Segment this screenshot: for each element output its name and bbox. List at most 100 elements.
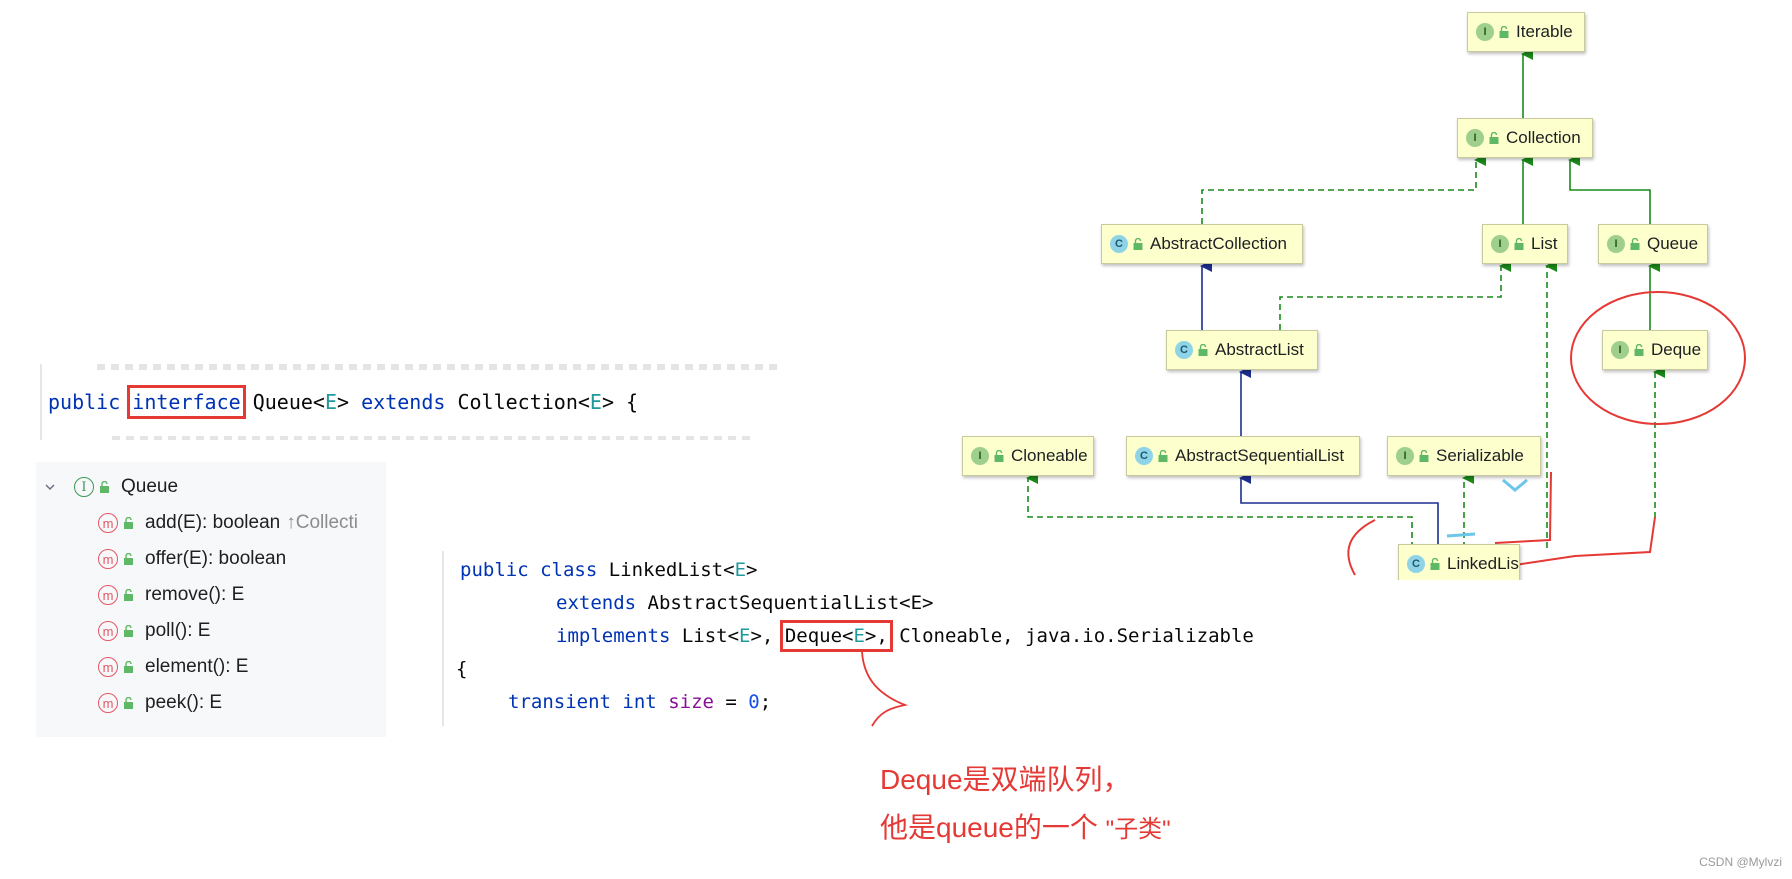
hierarchy-edges — [1026, 48, 1746, 576]
node-abstract-sequential-list[interactable]: C AbstractSequentialList — [1126, 436, 1360, 476]
type-deque: Deque< — [784, 625, 854, 647]
member-label: peek(): E — [145, 692, 223, 713]
node-label: Cloneable — [1011, 446, 1088, 465]
faded-code-line-top — [97, 364, 777, 370]
tree-member-add[interactable]: m add(E): boolean ↑Collecti — [98, 508, 358, 538]
code-text: = — [713, 691, 749, 713]
red-stroke-deque — [1514, 516, 1656, 566]
lock-open-icon — [1499, 26, 1509, 38]
tree-member-peek[interactable]: m peek(): E — [98, 688, 222, 718]
keyword-extends: extends — [556, 592, 637, 614]
tree-member-element[interactable]: m element(): E — [98, 652, 248, 682]
node-deque[interactable]: I Deque — [1602, 330, 1708, 370]
lock-open-icon — [123, 661, 135, 673]
node-label: LinkedList — [1447, 554, 1520, 573]
keyword-class: class — [540, 559, 598, 581]
class-hierarchy-diagram: I Iterable I Collection C AbstractCollec… — [955, 0, 1755, 580]
code-text: > — [337, 390, 362, 414]
node-abstract-collection[interactable]: C AbstractCollection — [1101, 224, 1303, 264]
node-label: Serializable — [1436, 446, 1524, 465]
annotation-line-2: 他是queue的一个 "子类" — [880, 804, 1171, 854]
member-label: offer(E): boolean — [145, 548, 287, 569]
member-label: add(E): boolean — [145, 512, 281, 533]
code-text: > { — [601, 390, 639, 414]
method-icon: m — [98, 657, 118, 677]
method-icon: m — [98, 513, 118, 533]
member-label: element(): E — [145, 656, 249, 677]
node-abstract-list[interactable]: C AbstractList — [1166, 330, 1318, 370]
deque-annotation: Deque是双端队列， 他是queue的一个 "子类" — [880, 756, 1171, 854]
method-icon: m — [98, 693, 118, 713]
tree-member-remove[interactable]: m remove(): E — [98, 580, 244, 610]
tree-root-queue[interactable]: I Queue — [42, 472, 178, 502]
lock-open-icon — [123, 589, 135, 601]
lock-open-icon — [1419, 450, 1429, 462]
field-size: size — [668, 691, 714, 713]
linkedlist-circle-annotation — [1347, 519, 1376, 576]
code-text: >, — [750, 625, 785, 647]
type-collection: Collection< — [445, 390, 590, 414]
tree-root-label: Queue — [121, 476, 179, 497]
node-list[interactable]: I List — [1482, 224, 1568, 264]
node-iterable[interactable]: I Iterable — [1467, 12, 1585, 52]
edge-queue-collection — [1568, 154, 1651, 224]
code-line-3: implements List<E>, Deque<E>, Cloneable,… — [556, 620, 1254, 652]
annotation-text: "子类" — [1105, 816, 1171, 843]
lock-open-icon — [123, 517, 135, 529]
lock-open-icon — [1430, 558, 1440, 570]
method-icon: m — [98, 585, 118, 605]
type-param: E — [739, 625, 751, 647]
keyword-public: public — [460, 559, 529, 581]
type-param: E — [853, 625, 865, 647]
keyword-extends: extends — [361, 390, 446, 414]
lock-open-icon — [1489, 132, 1499, 144]
lock-open-icon — [123, 625, 135, 637]
type-abstractsequentiallist: AbstractSequentialList<E> — [636, 592, 934, 614]
code-line-4: { — [456, 658, 468, 680]
node-label: AbstractSequentialList — [1175, 446, 1345, 465]
chevron-down-icon[interactable] — [42, 479, 58, 495]
class-badge-icon: C — [1110, 235, 1128, 253]
lock-open-icon — [1630, 238, 1640, 250]
tree-member-poll[interactable]: m poll(): E — [98, 616, 210, 646]
queue-declaration-line: public interface Queue<E> extends Collec… — [48, 385, 639, 419]
method-icon: m — [98, 549, 118, 569]
cursor-mark — [1502, 478, 1528, 492]
node-collection[interactable]: I Collection — [1457, 118, 1593, 158]
lock-open-icon — [1198, 344, 1208, 356]
lock-open-icon — [1133, 238, 1143, 250]
red-stroke-list — [1494, 471, 1552, 544]
lock-open-icon — [1158, 450, 1168, 462]
method-icon: m — [98, 621, 118, 641]
code-line-1: public class LinkedList<E> — [460, 559, 757, 581]
lock-open-icon — [1514, 238, 1524, 250]
interface-badge-icon: I — [1476, 23, 1494, 41]
type-param: E — [589, 390, 602, 414]
linkedlist-class-code: public class LinkedList<E> extends Abstr… — [442, 551, 1344, 726]
node-cloneable[interactable]: I Cloneable — [962, 436, 1094, 476]
class-badge-icon: C — [1135, 447, 1153, 465]
interface-badge-icon: I — [1491, 235, 1509, 253]
code-text: >, — [864, 625, 888, 647]
type-list: List< — [670, 625, 740, 647]
interface-badge-icon: I — [1396, 447, 1414, 465]
keyword-implements: implements — [556, 625, 671, 647]
keyword-public: public — [48, 390, 121, 414]
code-line-2: extends AbstractSequentialList<E> — [556, 592, 934, 614]
node-label: List — [1531, 234, 1558, 253]
tree-member-offer[interactable]: m offer(E): boolean — [98, 544, 286, 574]
edge-linkedlist-asl — [1239, 472, 1439, 548]
code-text: > — [746, 559, 758, 581]
edge-abstractlist-list — [1279, 260, 1511, 330]
node-queue[interactable]: I Queue — [1598, 224, 1708, 264]
node-linked-list[interactable]: C LinkedList — [1398, 544, 1520, 580]
keyword-int: int — [622, 691, 657, 713]
type-param: E — [734, 559, 747, 581]
member-override-hint: ↑Collecti — [286, 512, 359, 533]
lock-open-icon — [1634, 344, 1644, 356]
deque-highlight: Deque<E>, — [779, 620, 893, 652]
annotation-line-1: Deque是双端队列， — [880, 764, 1131, 795]
node-label: Iterable — [1516, 22, 1573, 41]
type-cloneable-serializable: Cloneable, java.io.Serializable — [887, 625, 1254, 647]
node-serializable[interactable]: I Serializable — [1387, 436, 1541, 476]
